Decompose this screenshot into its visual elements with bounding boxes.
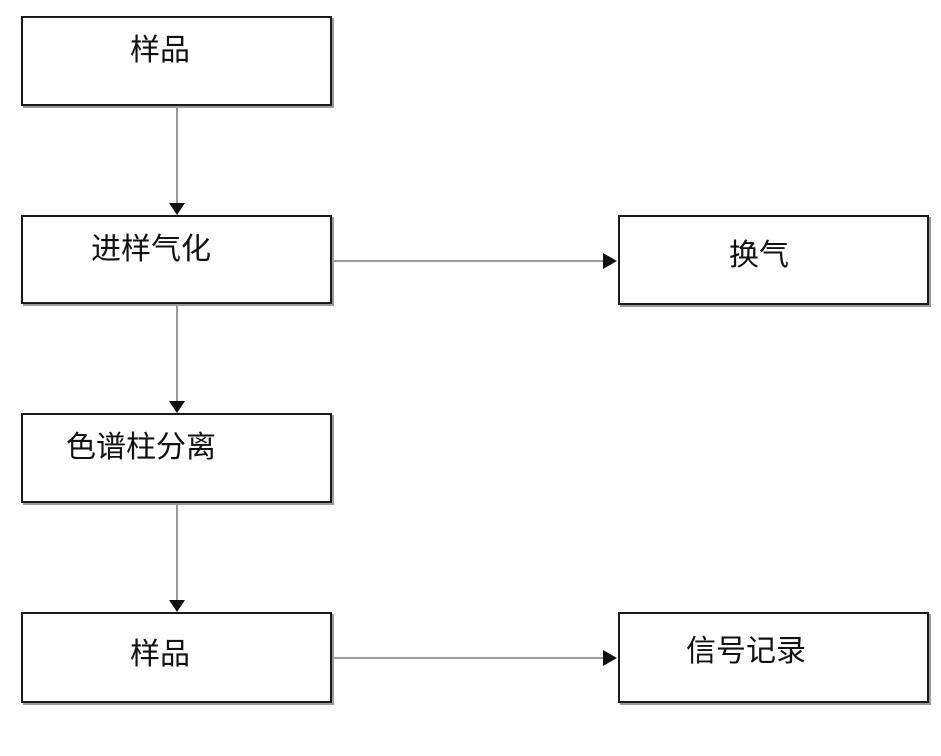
node-ventilation	[618, 215, 929, 305]
node-signal-recording-label: 信号记录	[686, 634, 806, 669]
node-column-separation-label: 色谱柱分离	[66, 430, 216, 465]
node-sample-top	[21, 16, 332, 106]
node-sample-top-label: 样品	[130, 33, 190, 68]
node-ventilation-label: 换气	[729, 238, 789, 273]
arrowhead-down	[169, 600, 185, 612]
arrowhead-down	[169, 203, 185, 215]
node-injection-vaporization-label: 进样气化	[91, 232, 211, 267]
node-sample-bottom-label: 样品	[130, 637, 190, 672]
arrowhead-right	[603, 253, 617, 269]
arrowhead-down	[169, 401, 185, 413]
arrowhead-right	[603, 650, 617, 666]
node-injection-vaporization	[21, 215, 332, 304]
node-column-separation	[21, 413, 332, 503]
node-signal-recording	[618, 612, 929, 703]
node-sample-bottom	[21, 612, 332, 703]
